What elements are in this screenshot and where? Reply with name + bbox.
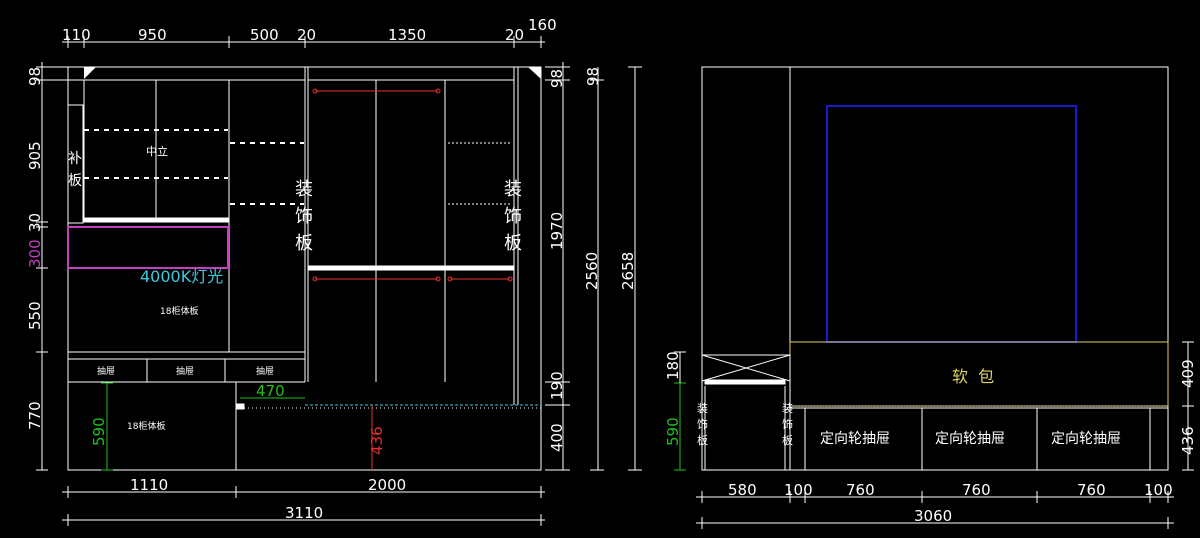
rv-drawer-3: 定向轮抽屉 <box>1051 431 1121 447</box>
left-dim-300: 300 <box>26 239 44 268</box>
red-dim-436: 436 <box>368 426 386 455</box>
left-dim-lines <box>36 36 642 526</box>
rv-deco-a-3: 板 <box>697 433 708 447</box>
deco-panel-a-2: 饰 <box>295 206 313 227</box>
right-dim-400: 400 <box>548 423 566 452</box>
right-dim-98: 98 <box>548 69 566 88</box>
drawer-label-1: 抽屉 <box>97 365 115 377</box>
rv-bottom-dim-580: 580 <box>728 481 757 499</box>
deco-panel-a-1: 装 <box>295 179 313 200</box>
soft-pack-label: 软 包 <box>952 367 994 386</box>
left-top-dim-20b: 20 <box>505 26 524 44</box>
rv-bottom-dim-100a: 100 <box>784 481 813 499</box>
light-box <box>67 226 229 269</box>
right-dim-lines <box>674 341 1194 529</box>
drawer-label-3: 抽屉 <box>256 365 274 377</box>
left-dim-905: 905 <box>26 141 44 170</box>
filler-panel <box>67 104 84 224</box>
left-dim-30: 30 <box>26 213 44 232</box>
rv-bottom-dim-760b: 760 <box>962 481 991 499</box>
filler-panel-label-1: 补 <box>68 151 82 167</box>
left-bottom-dim-3110: 3110 <box>285 504 323 522</box>
rv-deco-b-2: 饰 <box>782 417 793 431</box>
bed-base <box>235 407 542 471</box>
deco-panel-b-3: 板 <box>504 233 522 254</box>
right-dim-2560: 2560 <box>583 252 601 290</box>
right-dim-1970: 1970 <box>548 212 566 250</box>
left-top-dim-160: 160 <box>528 16 557 34</box>
right-elevation <box>674 66 1169 471</box>
left-top-dim-1350: 1350 <box>388 26 426 44</box>
left-bottom-dim-2000: 2000 <box>368 476 406 494</box>
light-label: 4000K灯光 <box>140 267 223 286</box>
left-dim-550: 550 <box>26 301 44 330</box>
left-dim-98: 98 <box>26 67 44 86</box>
rv-bottom-dim-760c: 760 <box>1077 481 1106 499</box>
rv-deco-b-3: 板 <box>782 433 793 447</box>
right-outer-frame <box>701 66 1169 471</box>
green-dim-470: 470 <box>256 382 285 400</box>
green-dim-590: 590 <box>90 417 108 446</box>
deco-panel-a-3: 板 <box>295 233 313 254</box>
right-dim-190: 190 <box>548 371 566 400</box>
deco-panel-b-2: 饰 <box>504 206 522 227</box>
left-elevation <box>67 66 542 471</box>
left-top-dim-20a: 20 <box>297 26 316 44</box>
left-texts: 110 950 500 20 1350 20 160 98 905 30 300… <box>26 16 637 522</box>
left-top-dim-950: 950 <box>138 26 167 44</box>
rv-drawer-2: 定向轮抽屉 <box>935 431 1005 447</box>
cabinet-board-upper-label: 18柜体板 <box>160 305 198 317</box>
center-upright-label: 中立 <box>146 144 168 158</box>
rv-deco-b-1: 装 <box>782 402 793 415</box>
rv-bottom-dim-760a: 760 <box>846 481 875 499</box>
right-dim-2658: 2658 <box>619 252 637 290</box>
rv-right-dim-436: 436 <box>1179 426 1197 455</box>
left-dim-770: 770 <box>26 401 44 430</box>
rv-left-dim-590: 590 <box>664 417 682 446</box>
deco-panel-b-1: 装 <box>504 179 522 200</box>
left-top-dim-500: 500 <box>250 26 279 44</box>
right-texts: 98 409 436 180 590 580 100 760 760 760 1… <box>584 67 1197 525</box>
rv-left-dim-180: 180 <box>664 351 682 380</box>
filler-panel-label-2: 板 <box>68 173 82 189</box>
rv-deco-a-1: 装 <box>697 402 708 415</box>
left-top-dim-110: 110 <box>62 26 91 44</box>
drawer-label-2: 抽屉 <box>176 365 194 377</box>
rv-right-dim-409: 409 <box>1179 359 1197 388</box>
rv-drawer-1: 定向轮抽屉 <box>820 431 890 447</box>
blue-frame <box>826 105 1077 343</box>
rv-deco-a-2: 饰 <box>697 417 708 431</box>
cabinet-board-lower-label: 18柜体板 <box>127 420 165 432</box>
left-bottom-dim-1110: 1110 <box>130 476 168 494</box>
rv-bottom-dim-100b: 100 <box>1144 481 1173 499</box>
rv-bottom-dim-3060: 3060 <box>914 507 952 525</box>
rv-top-dim-98: 98 <box>584 67 602 86</box>
